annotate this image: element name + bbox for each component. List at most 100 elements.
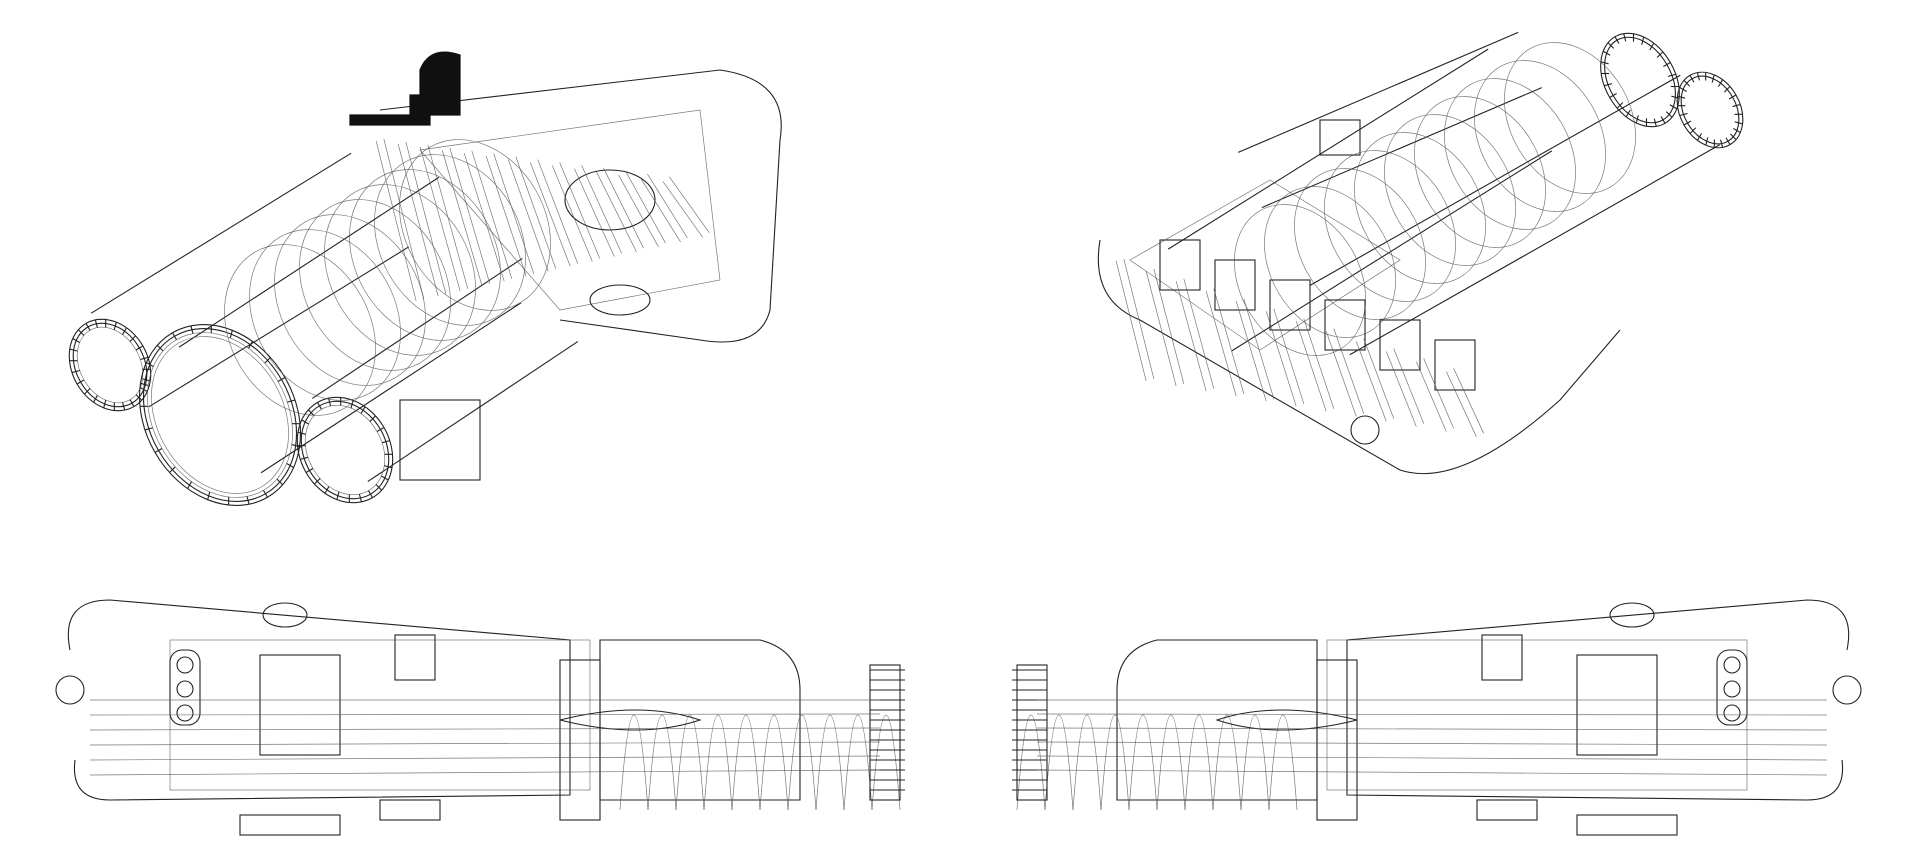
pipe	[419, 144, 469, 292]
ring-part	[142, 328, 298, 502]
pipe	[1325, 328, 1365, 417]
pipe	[596, 168, 644, 252]
ring-tooth	[1669, 104, 1678, 110]
isometric-view-rear-right	[1097, 31, 1744, 475]
coil	[1414, 96, 1546, 248]
ring-tooth	[135, 394, 143, 401]
ring-part	[138, 324, 302, 506]
gauge-port	[176, 656, 194, 674]
flange	[55, 675, 85, 705]
frame	[419, 109, 721, 311]
ring-part	[1676, 71, 1744, 149]
pipe	[1205, 288, 1245, 397]
ring-tooth	[375, 484, 383, 491]
ring-tooth	[297, 445, 306, 447]
pipe	[1415, 358, 1455, 432]
gauge-port	[1723, 656, 1741, 674]
ring-tooth	[1734, 113, 1743, 115]
pipe-line	[89, 741, 881, 746]
ring-tooth	[72, 338, 80, 343]
ring-tooth	[1734, 121, 1743, 125]
ring-tooth	[369, 415, 376, 422]
ring-tooth	[146, 362, 154, 367]
pipe-line	[1036, 727, 1828, 731]
pipe-line	[1036, 755, 1828, 761]
venturi	[559, 709, 702, 731]
spring-coil	[1268, 714, 1298, 811]
base-bracket	[399, 399, 481, 481]
ring-tooth	[94, 319, 98, 328]
ring-tooth	[300, 456, 309, 460]
ring-tooth	[122, 327, 127, 335]
pipe	[618, 170, 666, 248]
flange-ring	[1316, 659, 1358, 821]
ring-tooth	[1625, 109, 1631, 118]
spring-coil	[619, 714, 649, 811]
ring-tooth	[1670, 85, 1679, 88]
ring-tooth	[77, 329, 85, 336]
pipe	[640, 173, 688, 243]
pipe-line	[1036, 713, 1828, 716]
coil	[1474, 60, 1606, 212]
spring-coil	[1044, 714, 1074, 811]
pipe-line	[89, 713, 881, 716]
frame-loop	[1097, 239, 1621, 475]
ring-tooth	[1705, 72, 1707, 81]
pipe	[574, 165, 622, 257]
ring-tooth	[85, 323, 91, 331]
ring-tooth	[305, 468, 314, 473]
sight-gauge	[1716, 649, 1748, 726]
ring-tooth	[210, 325, 212, 334]
ring-tooth	[1679, 87, 1687, 92]
nozzle-ring	[869, 664, 901, 801]
coil	[324, 184, 476, 356]
cylinder-head	[1324, 299, 1366, 351]
ring-tooth	[246, 496, 250, 505]
spring-coil	[731, 714, 761, 811]
pipe-line	[89, 769, 881, 776]
ring-tooth	[292, 423, 300, 425]
cylinder-head	[1379, 319, 1421, 371]
ring-tooth	[1602, 50, 1611, 56]
ring-tooth	[336, 491, 340, 500]
pipe	[662, 176, 710, 238]
base-foot	[239, 814, 341, 836]
ring-tooth	[307, 409, 315, 416]
flange	[1350, 415, 1380, 445]
ring-tooth	[350, 400, 354, 409]
spring-coil	[675, 714, 705, 811]
ring-tooth	[140, 356, 149, 361]
ring-tooth	[248, 341, 253, 349]
gauge-port	[176, 680, 194, 698]
ring-tooth	[76, 379, 85, 385]
pipe-line	[1036, 769, 1828, 776]
ring-tooth	[1679, 112, 1688, 117]
side-view-right	[1012, 599, 1862, 836]
ring-tooth	[317, 402, 322, 410]
pipe	[1385, 348, 1425, 427]
cylinder-head	[1159, 239, 1201, 291]
ring-tooth	[156, 344, 164, 352]
spring-coil	[1240, 714, 1270, 811]
ring-tooth	[1656, 51, 1664, 58]
gauge-port	[1723, 680, 1741, 698]
coil	[1384, 114, 1516, 266]
sight-gauge	[169, 649, 201, 726]
ring-part	[300, 400, 390, 500]
ring-tooth	[276, 478, 284, 486]
ring-tooth	[190, 325, 194, 334]
coil	[274, 214, 426, 386]
base-foot	[1476, 799, 1538, 821]
ring-tooth	[1645, 118, 1648, 127]
highlighted-valve	[349, 51, 461, 126]
spring-coil	[1100, 714, 1130, 811]
ring-tooth	[358, 493, 363, 502]
ring-tooth	[140, 382, 149, 386]
spring-coil	[759, 714, 789, 811]
pipe	[551, 162, 601, 262]
ring-tooth	[1725, 137, 1731, 145]
ring-tooth	[1623, 33, 1627, 42]
spring-coil	[1016, 714, 1046, 811]
ring-part	[72, 322, 148, 408]
ring-tooth	[129, 399, 135, 407]
